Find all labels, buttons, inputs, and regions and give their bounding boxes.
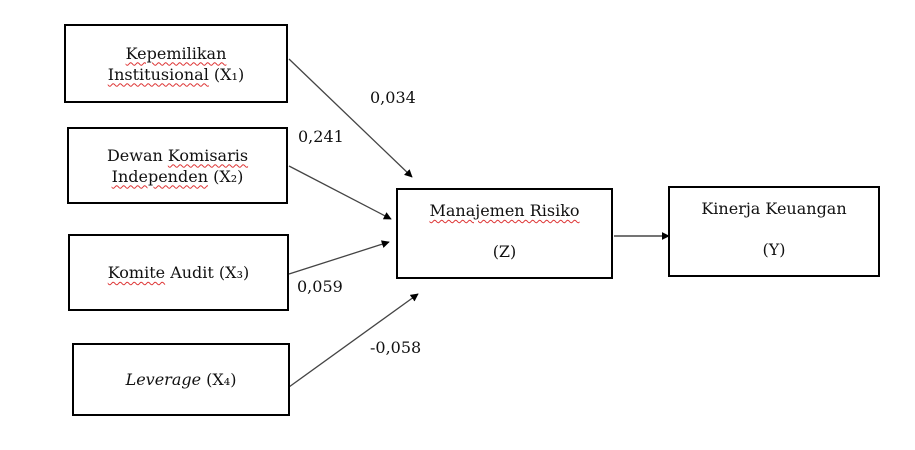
box-dewan-komisaris-independen: Dewan Komisaris Independen (X₂) — [67, 127, 288, 204]
coef-x1: 0,034 — [370, 88, 416, 107]
coef-x3: 0,059 — [297, 277, 343, 296]
box-manajemen-risiko: Manajemen Risiko (Z) — [396, 188, 613, 279]
x2-line1-a: Dewan — [106, 145, 168, 165]
x1-line2-word: Institusional — [107, 64, 209, 84]
arrow-x4-to-z — [288, 293, 419, 388]
z-symbol: (Z) — [492, 242, 517, 261]
coef-x4: -0,058 — [370, 338, 422, 357]
box-kinerja-keuangan: Kinerja Keuangan (Y) — [668, 186, 880, 277]
x3-word: Komite — [107, 263, 166, 282]
y-title: Kinerja Keuangan — [701, 199, 847, 218]
box-komite-audit: Komite Audit (X₃) — [68, 234, 289, 311]
box-leverage: Leverage (X₄) — [72, 343, 290, 416]
coef-x2: 0,241 — [298, 127, 344, 146]
arrow-x3-to-z — [288, 240, 390, 275]
x1-line1: Kepemilikan — [125, 43, 227, 63]
x4-italic: Leverage — [125, 370, 202, 389]
x2-line2-word: Independen — [111, 166, 208, 186]
x4-rest: (X₄) — [201, 370, 237, 389]
arrow-x2-to-z — [288, 165, 392, 220]
y-symbol: (Y) — [762, 240, 786, 259]
x2-line1-b: Komisaris — [167, 145, 249, 165]
arrow-x1-to-z — [288, 58, 413, 178]
z-title: Manajemen Risiko — [429, 201, 580, 220]
x3-rest: Audit (X₃) — [165, 263, 250, 282]
x1-line2-rest: (X₁) — [208, 64, 245, 84]
box-kepemilikan-institusional: Kepemilikan Institusional (X₁) — [64, 24, 288, 103]
x2-line2-rest: (X₂) — [208, 166, 244, 186]
